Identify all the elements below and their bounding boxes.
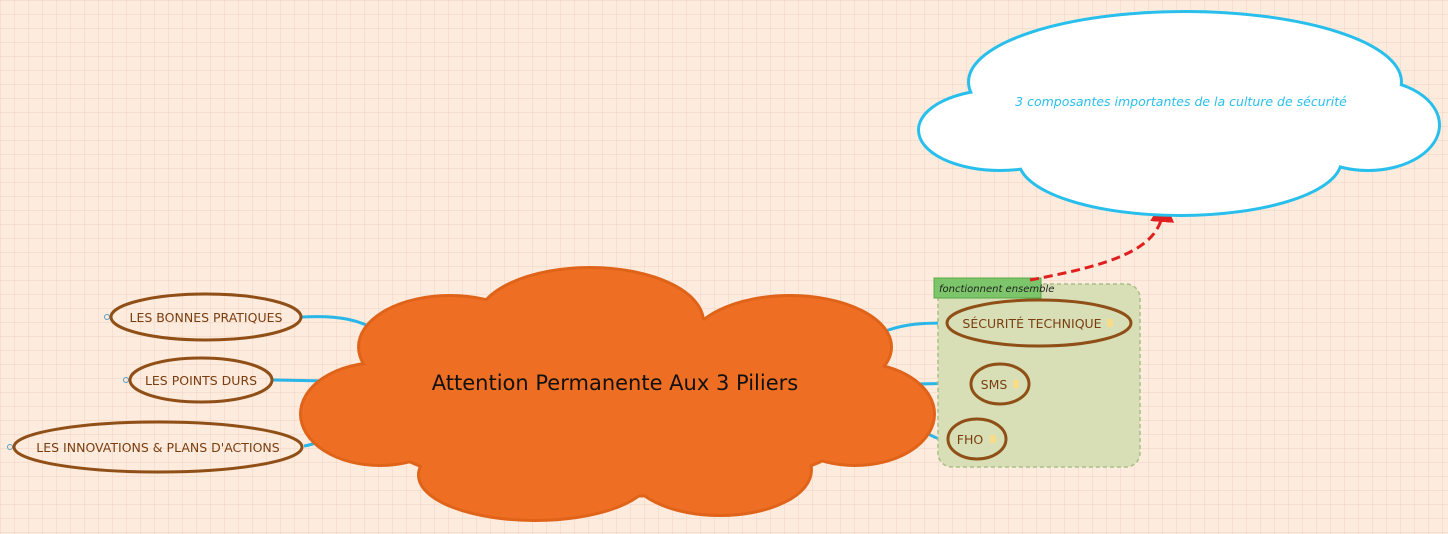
topic-sms[interactable]: SMS bbox=[969, 362, 1031, 406]
topic-securite-technique[interactable]: SÉCURITÉ TECHNIQUE bbox=[945, 298, 1133, 348]
topic-innovations[interactable]: LES INNOVATIONS & PLANS D'ACTIONS bbox=[7, 420, 304, 474]
callout-text: 3 composantes importantes de la culture … bbox=[1015, 94, 1347, 109]
relationship-arrow[interactable] bbox=[1029, 198, 1175, 282]
topic-label: LES POINTS DURS bbox=[145, 373, 257, 388]
boundary-label-box bbox=[933, 277, 1042, 299]
topic-points-durs[interactable]: LES POINTS DURS bbox=[123, 356, 274, 404]
note-icon[interactable] bbox=[990, 435, 996, 443]
topic-label: LES INNOVATIONS & PLANS D'ACTIONS bbox=[36, 440, 279, 455]
topic-label: SÉCURITÉ TECHNIQUE bbox=[962, 316, 1101, 331]
central-topic[interactable]: Attention Permanente Aux 3 Piliers bbox=[299, 266, 936, 522]
callout-cloud[interactable]: 3 composantes importantes de la culture … bbox=[917, 10, 1441, 217]
topic-label: LES BONNES PRATIQUES bbox=[130, 310, 283, 325]
note-icon[interactable] bbox=[1107, 319, 1113, 327]
topic-bonnes-pratiques[interactable]: LES BONNES PRATIQUES bbox=[104, 292, 303, 342]
note-icon[interactable] bbox=[1013, 380, 1019, 388]
topic-fho[interactable]: FHO bbox=[946, 417, 1008, 461]
topic-label: SMS bbox=[981, 377, 1008, 392]
boundary-label: fonctionnent ensemble bbox=[939, 284, 1054, 295]
topic-label: FHO bbox=[957, 432, 984, 447]
central-topic-label: Attention Permanente Aux 3 Piliers bbox=[432, 371, 798, 395]
